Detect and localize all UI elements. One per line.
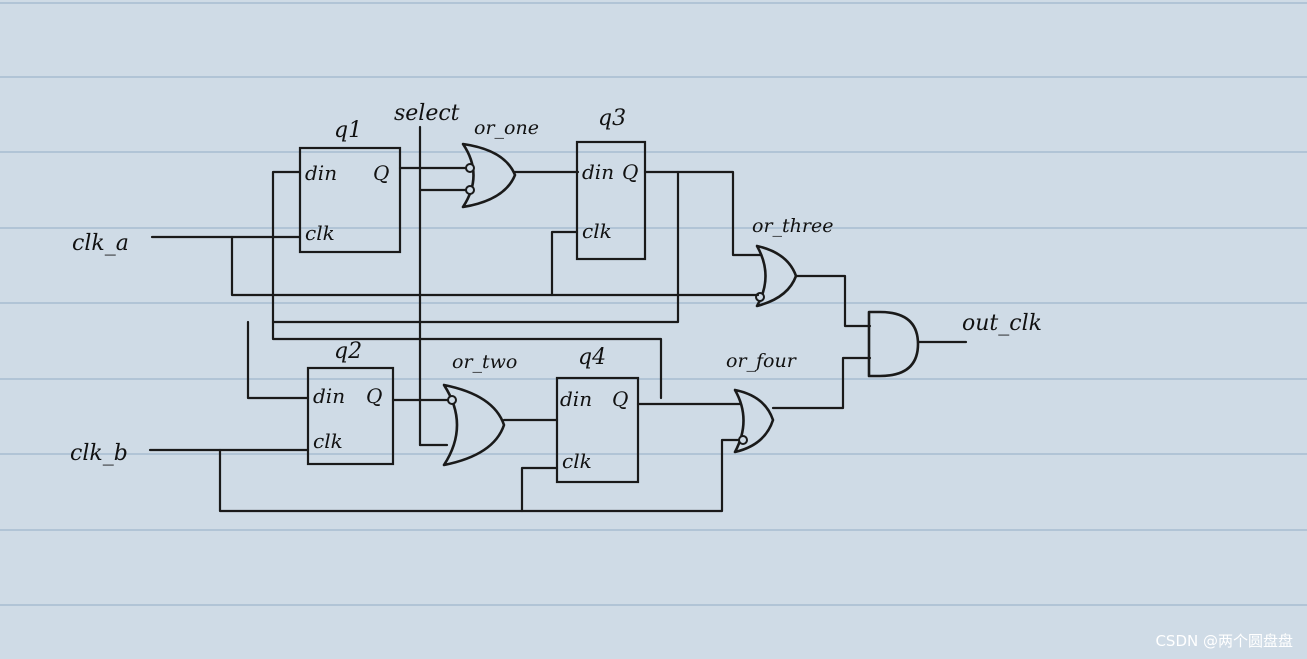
watermark: CSDN @两个圆盘盘	[1155, 632, 1293, 650]
q1-q-pin: Q	[373, 161, 389, 185]
q3-din-pin: din	[582, 160, 614, 184]
gate-or-one-label: or_one	[474, 117, 539, 139]
flipflop-q1-label: q1	[334, 118, 362, 143]
flipflop-q2-label: q2	[334, 339, 362, 364]
flipflop-q2	[306, 366, 395, 466]
wires	[148, 125, 968, 513]
flipflop-q3-label: q3	[598, 106, 626, 131]
flipflop-q3	[575, 140, 647, 261]
flipflop-q4	[555, 376, 640, 484]
q3-clk-pin: clk	[582, 219, 612, 243]
q4-clk-pin: clk	[562, 449, 592, 473]
out-clk-label: out_clk	[962, 311, 1042, 336]
gate-or-one	[461, 142, 517, 209]
q1-din-pin: din	[305, 161, 337, 185]
q2-q-pin: Q	[366, 384, 382, 408]
q1-clk-pin: clk	[305, 221, 335, 245]
select-label: select	[394, 101, 460, 126]
flipflop-q4-label: q4	[578, 345, 606, 370]
gate-and-out	[867, 310, 920, 378]
q4-din-pin: din	[560, 387, 592, 411]
gate-or-three-label: or_three	[752, 215, 833, 237]
gate-or-four	[733, 388, 775, 454]
clk-b-label: clk_b	[70, 441, 128, 466]
ruled-lines	[0, 2, 1307, 606]
q2-din-pin: din	[313, 384, 345, 408]
q2-clk-pin: clk	[313, 429, 343, 453]
q3-q-pin: Q	[622, 160, 638, 184]
gate-or-two-label: or_two	[452, 351, 517, 373]
gate-or-two	[442, 383, 506, 467]
flipflop-q1	[298, 146, 402, 254]
gate-or-three	[755, 244, 798, 308]
clk-a-label: clk_a	[72, 231, 129, 256]
gate-or-four-label: or_four	[726, 350, 798, 372]
q4-q-pin: Q	[612, 387, 628, 411]
